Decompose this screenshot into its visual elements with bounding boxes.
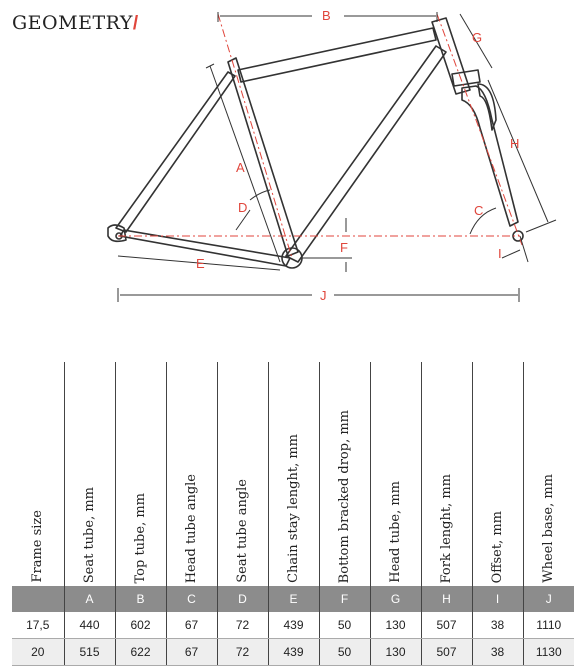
frame-geometry-diagram: A B C D E F G H I J <box>107 8 557 303</box>
table-cell: 130 <box>369 612 421 639</box>
header-bb-drop: Bottom bracked drop, mm <box>318 362 370 586</box>
table-cell: 515 <box>63 638 115 666</box>
table-cell: 440 <box>63 612 115 639</box>
header-head-tube: Head tube, mm <box>369 362 421 586</box>
chain-stay <box>119 229 291 267</box>
table-cell: 17,5 <box>12 612 64 639</box>
page-title: GEOMETRY/ <box>12 12 139 34</box>
table-header-row: Frame size Seat tube, mm Top tube, mm He… <box>12 362 574 586</box>
header-seat-tube: Seat tube, mm <box>63 362 115 586</box>
letter-cell <box>12 586 64 612</box>
header-seat-tube-angle: Seat tube angle <box>216 362 268 586</box>
letter-cell: D <box>216 586 268 612</box>
table-cell: 507 <box>420 612 472 639</box>
letter-cell: E <box>267 586 319 612</box>
bottom-bracket <box>281 247 303 269</box>
letter-cell: G <box>369 586 421 612</box>
centerlines <box>118 13 523 259</box>
label-c: C <box>474 203 483 218</box>
title-slash: / <box>132 13 139 34</box>
table-cell: 67 <box>165 638 217 666</box>
table-cell: 50 <box>318 612 370 639</box>
bike-frame <box>107 17 524 269</box>
table-cell: 1130 <box>522 638 574 666</box>
header-fork-length: Fork lenght, mm <box>420 362 472 586</box>
table-cell: 67 <box>165 612 217 639</box>
table-cell: 130 <box>369 638 421 666</box>
table-cell: 1110 <box>522 612 574 639</box>
table-cell: 602 <box>114 612 166 639</box>
label-e: E <box>196 256 205 271</box>
label-h: H <box>510 136 519 151</box>
table-cell: 622 <box>114 638 166 666</box>
fork-leg <box>477 83 497 131</box>
header-frame-size: Frame size <box>30 510 46 583</box>
down-tube <box>285 45 447 263</box>
label-j: J <box>320 288 327 303</box>
table-row: 20 515 622 67 72 439 50 130 507 38 1130 <box>12 638 574 666</box>
letter-cell: A <box>63 586 115 612</box>
letter-cell: I <box>471 586 523 612</box>
table-cell: 507 <box>420 638 472 666</box>
fork-blade <box>461 85 519 227</box>
letter-cell: J <box>522 586 574 612</box>
table-cell: 50 <box>318 638 370 666</box>
label-b: B <box>322 8 331 23</box>
letter-cell: B <box>114 586 166 612</box>
letter-cell: C <box>165 586 217 612</box>
label-f: F <box>340 240 348 255</box>
label-g: G <box>472 30 482 45</box>
table-cell: 38 <box>471 638 523 666</box>
label-d: D <box>238 200 247 215</box>
table-cell: 72 <box>216 638 268 666</box>
header-chain-stay: Chain stay lenght, mm <box>267 362 319 586</box>
dimension-labels: A B C D E F G H I J <box>196 8 519 303</box>
rear-dropout <box>107 224 127 243</box>
header-head-tube-angle: Head tube angle <box>165 362 217 586</box>
top-tube <box>237 27 437 83</box>
table-row: 17,5 440 602 67 72 439 50 130 507 38 111… <box>12 612 574 639</box>
header-wheel-base: Wheel base, mm <box>522 362 574 586</box>
table-cell: 439 <box>267 638 319 666</box>
label-i: I <box>498 246 502 261</box>
header-top-tube: Top tube, mm <box>114 362 166 586</box>
table-cell: 439 <box>267 612 319 639</box>
table-letter-row: A B C D E F G H I J <box>12 586 574 612</box>
dimension-lines <box>117 12 557 302</box>
table-cell: 20 <box>12 638 64 666</box>
letter-cell: F <box>318 586 370 612</box>
seat-tube <box>227 57 299 257</box>
fork-crown <box>451 69 481 87</box>
head-tube <box>431 17 471 95</box>
geometry-table: Frame size Seat tube, mm Top tube, mm He… <box>12 362 574 666</box>
seat-stay <box>115 71 236 233</box>
letter-cell: H <box>420 586 472 612</box>
label-a: A <box>236 160 245 175</box>
header-offset: Offset, mm <box>471 362 523 586</box>
table-cell: 72 <box>216 612 268 639</box>
table-cell: 38 <box>471 612 523 639</box>
